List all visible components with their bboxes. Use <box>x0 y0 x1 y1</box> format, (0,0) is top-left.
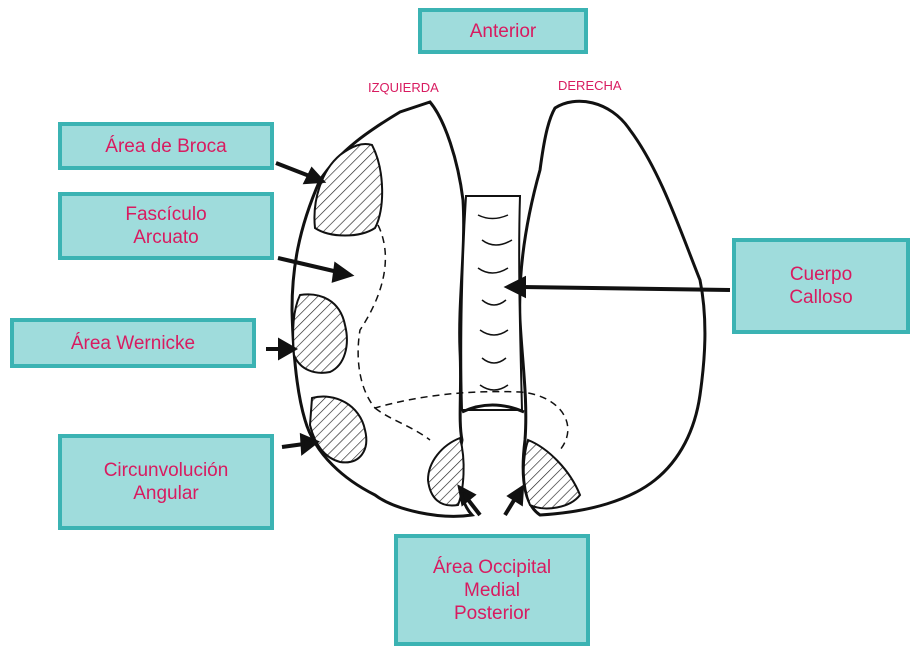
wernicke-label: Área Wernicke <box>71 332 195 355</box>
calloso-label-line1: Cuerpo <box>790 263 852 286</box>
calloso-box: Cuerpo Calloso <box>732 238 910 334</box>
occipital-label-line1: Área Occipital <box>433 556 551 579</box>
anterior-label: Anterior <box>470 20 537 43</box>
broca-arrow <box>276 163 312 177</box>
wernicke-box: Área Wernicke <box>10 318 256 368</box>
arcuato-label-line1: Fascículo <box>125 203 206 226</box>
occipital-label-line3: Posterior <box>454 602 530 625</box>
broca-label: Área de Broca <box>105 135 226 158</box>
corpus-callosum <box>461 196 522 410</box>
broca-box: Área de Broca <box>58 122 274 170</box>
arcuato-label-line2: Arcuato <box>133 226 198 249</box>
left-side-label: IZQUIERDA <box>368 80 439 95</box>
right-side-label: DERECHA <box>558 78 622 93</box>
calloso-label-line2: Calloso <box>789 286 852 309</box>
occipital-box: Área Occipital Medial Posterior <box>394 534 590 646</box>
broca-area-region <box>314 144 382 235</box>
angular-box: Circunvolución Angular <box>58 434 274 530</box>
angular-label-line1: Circunvolución <box>104 459 229 482</box>
occipital-label-line2: Medial <box>464 579 520 602</box>
arcuato-box: Fascículo Arcuato <box>58 192 274 260</box>
angular-label-line2: Angular <box>133 482 199 505</box>
anterior-box: Anterior <box>418 8 588 54</box>
